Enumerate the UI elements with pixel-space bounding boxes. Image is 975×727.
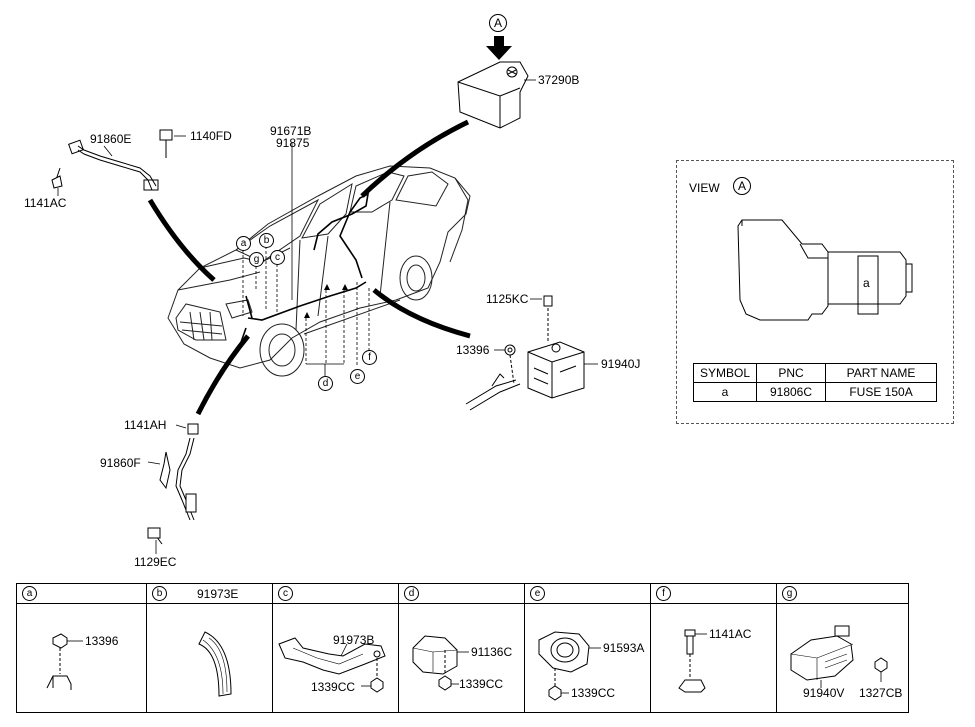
cell-header: g [777,584,908,604]
strip-part-label: 91136C [471,645,513,659]
strip-part-label: 91973B [333,633,375,647]
arrow-down-icon [486,36,512,60]
part-91973E-drawing [198,631,232,697]
label-1141AC: 1141AC [24,196,67,210]
col-symbol: SYMBOL [692,363,758,383]
label-91860F: 91860F [100,456,141,470]
strip-part-label: 91593A [603,641,645,655]
view-marker: A [733,177,751,195]
cable-91860F [147,423,199,545]
leader-arcs [147,119,471,416]
label-1141AH: 1141AH [124,418,167,432]
strip-part-label: 13396 [85,634,119,648]
marker-b: b [259,233,274,248]
spec-table: SYMBOL PNC PART NAME a 91806C FUSE 150A [692,363,938,402]
strip-cell-f: f 1141AC [651,584,777,712]
cell-header: b 91973E [147,584,272,604]
strip-cell-a: a 13396 [17,584,147,712]
strip-part-label: 91940V [803,686,845,700]
strip-cell-g: g 91940V 1327CB [777,584,908,712]
marker-d: d [318,376,333,391]
col-part-name: PART NAME [825,363,938,383]
cell-symbol: c [278,586,293,601]
part-13396-drawing [46,633,83,690]
part-91593A-drawing [538,631,601,701]
strip-cell-b: b 91973E [147,584,273,712]
view-title: VIEW [689,181,720,195]
cell-symbol: a [22,586,37,601]
cell-pnc: 91806C [756,382,827,402]
cell-header: a [17,584,146,604]
cell-header: c [273,584,398,604]
label-13396: 13396 [456,343,490,357]
view-a-outline [737,219,913,321]
strip-cell-d: d 91136C 1339CC [399,584,525,712]
cell-part-name: FUSE 150A [825,382,938,402]
marker-a: a [236,236,251,251]
spec-table-header: SYMBOL PNC PART NAME [692,363,938,383]
cell-symbol: f [656,586,671,601]
view-a-panel: VIEW A a SYMBOL PNC PART NAME a 91806C F… [676,160,954,424]
strip-cell-e: e 91593A 1339CC [525,584,651,712]
label-91671B: 91671B [270,124,312,138]
label-91940J: 91940J [601,357,641,371]
label-37290B: 37290B [538,73,580,87]
cell-symbol: b [152,586,167,601]
strip-cell-c: c 91973B 1339CC [273,584,399,712]
strip-part-label: 1339CC [311,680,356,694]
strip-part-label: 1339CC [459,677,504,691]
label-1129EC: 1129EC [134,555,177,569]
car-illustration [167,165,471,377]
leader-lines [242,142,370,376]
wiring-harness [239,192,370,346]
cell-header: f [651,584,776,604]
cell-symbol: g [782,586,797,601]
cable-91860E [51,129,173,191]
label-1125KC: 1125KC [486,292,529,306]
cell-header: e [525,584,650,604]
cell-header: d [399,584,524,604]
pointer-marks [304,284,348,318]
cell-header-part: 91973E [197,587,239,601]
part-91136C-drawing [412,635,469,691]
strip-part-label: 1141AC [709,627,752,641]
strip-part-label: 1327CB [859,686,903,700]
marker-c: c [270,250,285,265]
label-1140FD: 1140FD [190,129,232,143]
fuse-label: a [863,276,870,290]
part-91973B-drawing [278,637,386,693]
marker-f: f [362,350,377,365]
part-1141AC-drawing [678,629,707,693]
part-91940V-drawing [790,625,888,688]
fuse-box-91940J [465,295,585,411]
cell-symbol: d [404,586,419,601]
marker-A: A [489,14,507,32]
cell-symbol: a [692,382,758,402]
marker-g: g [249,252,264,267]
col-pnc: PNC [756,363,827,383]
marker-e: e [350,369,365,384]
strip-part-label: 1339CC [571,686,616,700]
label-91860E: 91860E [90,132,132,146]
parts-strip: a 13396 b 91973E c [16,583,909,713]
table-row: a 91806C FUSE 150A [692,382,938,402]
cell-symbol: e [530,586,545,601]
battery-cover-37290B [457,61,529,129]
label-91875: 91875 [276,136,310,150]
